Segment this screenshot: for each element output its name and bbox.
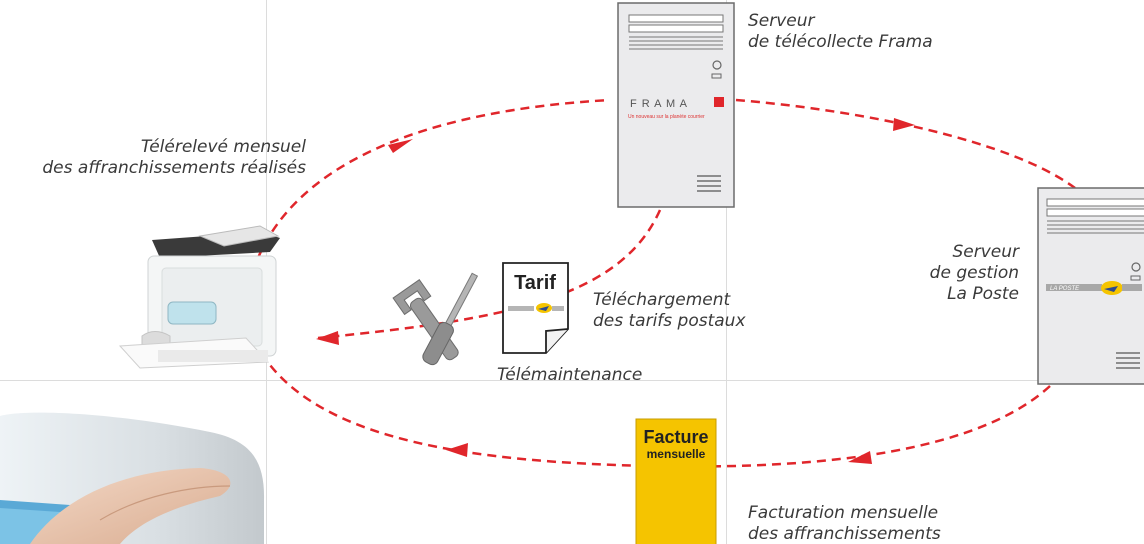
grid-line-horizontal <box>0 380 1144 381</box>
laposte-server-label: Serveur de gestion La Poste <box>930 242 1019 305</box>
laposte-server-label-line2: de gestion <box>929 263 1019 283</box>
franking-machine-icon <box>118 225 280 369</box>
arrowhead-telechargement <box>316 331 339 345</box>
telereleve-label-line1: Télérelevé mensuel <box>140 137 306 157</box>
facturation-label: Facturation mensuelle des affranchisseme… <box>748 503 941 544</box>
telechargement-label-line2: des tarifs postaux <box>593 311 746 331</box>
arrow-to-laposte <box>735 98 1076 190</box>
telemaintenance-label-text: Télémaintenance <box>497 365 643 385</box>
tarif-document-icon <box>502 262 569 354</box>
telemaintenance-label: Télémaintenance <box>497 365 642 386</box>
machine-closeup-icon <box>0 412 265 544</box>
laposte-server-label-line3: La Poste <box>947 284 1019 304</box>
laposte-logo: LA POSTE <box>1050 286 1080 292</box>
grid-line-vertical <box>726 0 727 544</box>
frama-logo: F R A M A <box>630 98 688 110</box>
arrowhead-facturation-right <box>848 451 872 464</box>
telereleve-label-line2: des affranchissements réalisés <box>42 158 306 178</box>
frama-tagline: Un nouveau sur la planète courrier <box>628 114 705 120</box>
frama-server-label-line1: Serveur <box>748 11 815 31</box>
tools-icon <box>392 272 479 366</box>
arrowhead-facturation-left <box>446 443 468 457</box>
telechargement-label-line1: Téléchargement <box>593 290 731 310</box>
facturation-label-line2: des affranchissements <box>748 524 941 544</box>
arrowhead-to-laposte <box>893 118 915 131</box>
tarif-doc-title: Tarif <box>514 272 556 294</box>
facture-doc-title: Facture <box>643 427 708 447</box>
telereleve-label: Télérelevé mensuel des affranchissements… <box>42 137 306 179</box>
telechargement-label: Téléchargement des tarifs postaux <box>593 290 746 332</box>
frama-server-label-line2: de télécollecte Frama <box>748 32 933 52</box>
facturation-label-line1: Facturation mensuelle <box>748 503 939 523</box>
frama-server-label: Serveur de télécollecte Frama <box>748 11 933 53</box>
laposte-server-label-line1: Serveur <box>952 242 1019 262</box>
arrow-telereleve <box>256 98 611 259</box>
facture-doc-subtitle: mensuelle <box>647 447 706 461</box>
arrowhead-telereleve <box>388 139 413 153</box>
laposte-server-icon <box>1037 187 1144 385</box>
arrow-facturation <box>269 364 1051 468</box>
frama-server-icon <box>617 2 735 208</box>
facture-document-icon <box>635 418 717 544</box>
